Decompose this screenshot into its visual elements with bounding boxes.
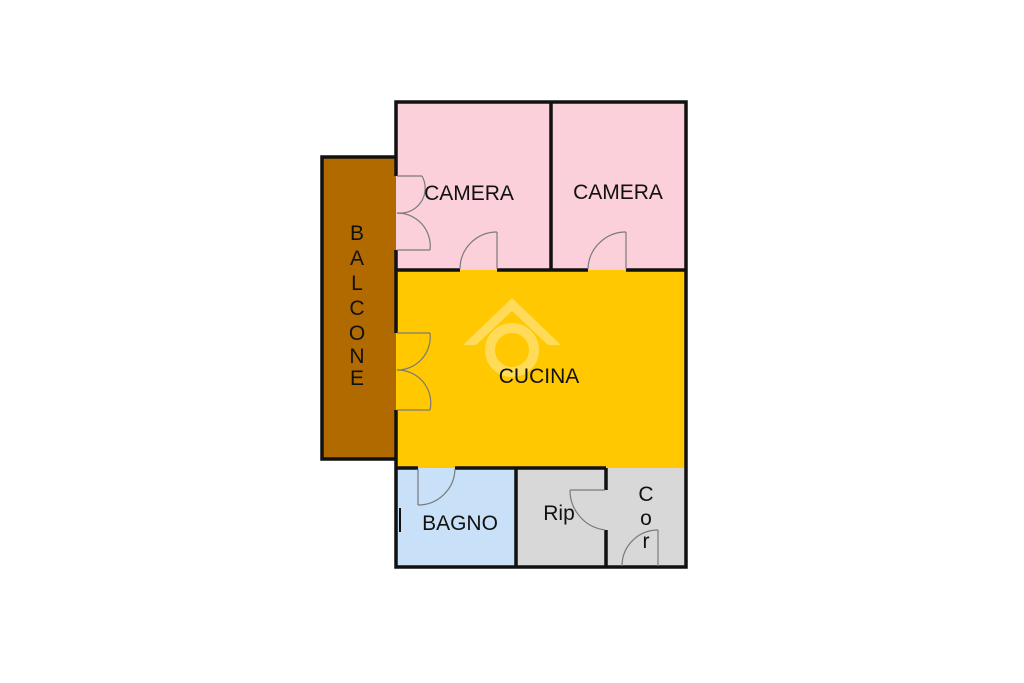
camera-right-label: CAMERA: [573, 181, 663, 204]
camera-left-room: [396, 102, 551, 270]
corridoio-letter: r: [643, 530, 650, 553]
bagno-room: [396, 468, 516, 567]
balcone-letter: O: [349, 322, 365, 345]
house-watermark-icon: [463, 298, 561, 377]
balcone-label: B A L C O N E: [349, 222, 365, 390]
outer-wall: [394, 100, 688, 569]
balcone-letter: E: [350, 367, 364, 390]
balcone-letter: C: [349, 297, 364, 320]
cucina-label: CUCINA: [499, 365, 580, 388]
cucina-room: [396, 270, 686, 468]
bagno-label: BAGNO: [422, 512, 498, 535]
balcone-letter: A: [350, 247, 364, 270]
balcone-letter: L: [351, 272, 363, 295]
ripostiglio-label: Rip: [543, 502, 575, 525]
ripostiglio-room: [516, 468, 606, 567]
camera-right-room: [551, 102, 686, 270]
camera-left-label: CAMERA: [424, 182, 514, 205]
corridoio-room: [606, 468, 686, 567]
corridoio-label: C o r: [638, 483, 653, 553]
balcone-letter: B: [350, 222, 364, 245]
corridoio-letter: o: [640, 507, 652, 530]
balcone-letter: N: [349, 345, 364, 368]
corridoio-letter: C: [638, 483, 653, 506]
door-swings: [396, 175, 659, 567]
balcone-room: [320, 155, 400, 461]
